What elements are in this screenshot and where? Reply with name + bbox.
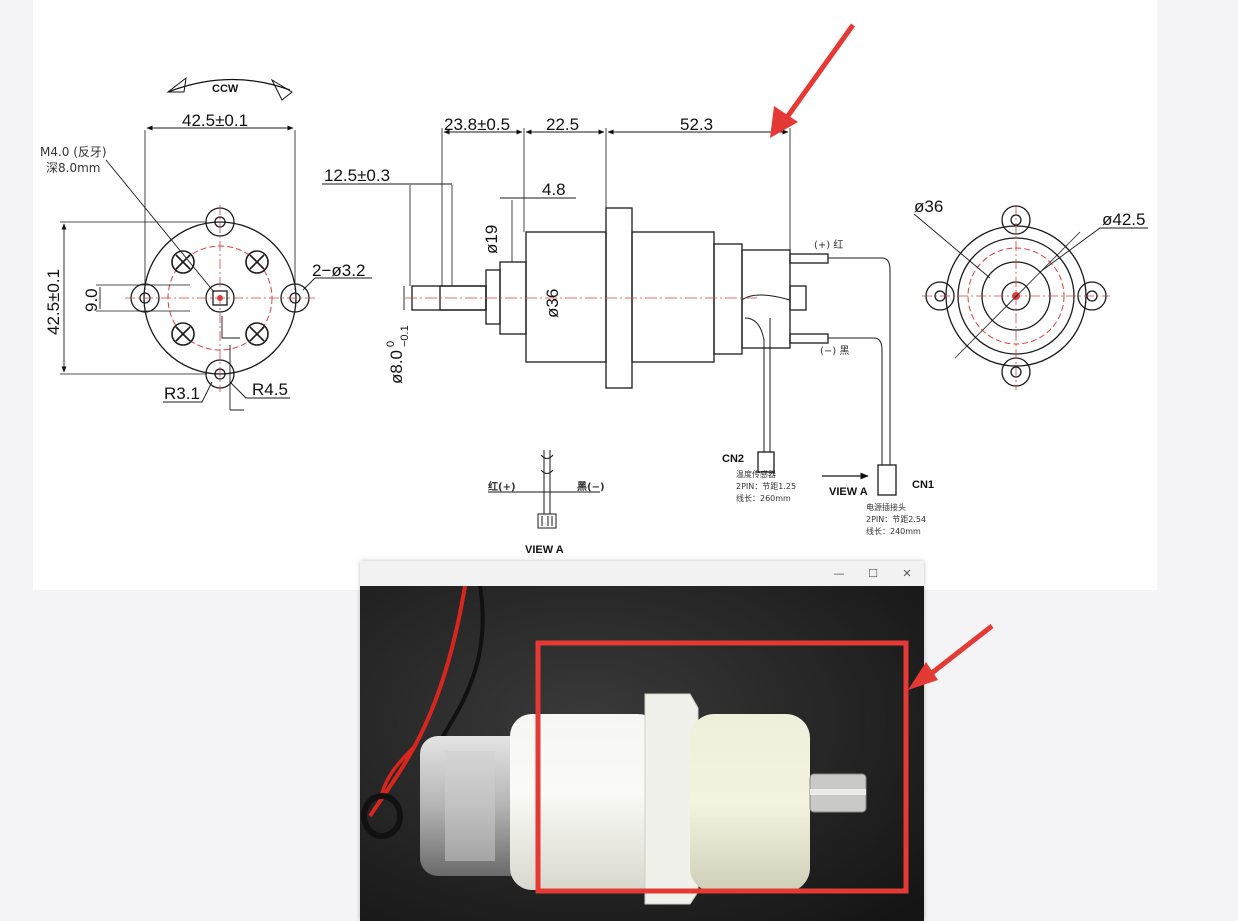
engineering-drawing: CCW <box>33 0 1157 590</box>
dim-12-5: 12.5±0.3 <box>324 166 390 185</box>
dim-52-3: 52.3 <box>680 115 713 134</box>
shaft-dim-sup: 0 <box>385 341 397 347</box>
cn1-line2: 2PIN：节距2.54 <box>866 515 926 524</box>
r1-dim: R3.1 <box>164 384 200 403</box>
annotation-arrow-icon <box>770 23 856 138</box>
view-a-arrow-label: VIEW A <box>829 486 868 498</box>
cn1-label: CN1 <box>912 479 934 491</box>
dim-23-8: 23.8±0.5 <box>444 115 510 134</box>
front-view <box>60 125 372 411</box>
dim-4-8: 4.8 <box>542 180 566 199</box>
view-a-plus: 红(+) <box>488 480 516 493</box>
depth-note: 深8.0mm <box>46 161 100 175</box>
cn2-line1: 温度传感器 <box>736 469 776 479</box>
cn1-line3: 线长：240mm <box>866 526 921 536</box>
shaft-dim: ø8.0 0 −0.1 <box>385 325 411 384</box>
rear-d42-5: ø42.5 <box>1102 210 1145 229</box>
cn1-line1: 电源插接头 <box>866 502 906 512</box>
rotation-label: CCW <box>212 83 239 95</box>
cn2-line3: 线长：260mm <box>736 493 791 503</box>
rear-view <box>913 205 1148 390</box>
motor-photo <box>360 585 924 921</box>
thread-note: M4.0 (反牙) <box>40 145 107 159</box>
ccw-rotation-icon <box>166 76 293 101</box>
cn2-line2: 2PIN：节距1.25 <box>736 482 796 491</box>
plus-lead-label: (+) 红 <box>814 238 843 251</box>
shaft-dim-sub: −0.1 <box>399 325 411 347</box>
cn2-label: CN2 <box>722 453 744 465</box>
front-width-dim: 42.5±0.1 <box>182 111 248 130</box>
shaft-dim-main: ø8.0 <box>387 350 406 384</box>
gearbox-housing <box>510 714 660 890</box>
front-height-dim: 42.5±0.1 <box>44 269 63 335</box>
view-a-title: VIEW A <box>525 544 564 556</box>
dim-d36: ø36 <box>543 289 562 318</box>
minimize-button[interactable]: — <box>833 567 845 580</box>
highlight-box <box>535 640 909 894</box>
minus-lead-label: (−) 黑 <box>820 345 849 357</box>
side-view <box>322 128 897 496</box>
view-a-minus: 黑(−) <box>577 481 605 493</box>
holes-dim: 2−ø3.2 <box>312 261 365 280</box>
dim-d19: ø19 <box>482 225 501 254</box>
output-housing <box>690 714 810 892</box>
r2-dim: R4.5 <box>252 380 288 399</box>
maximize-button[interactable]: ☐ <box>868 567 878 580</box>
window-titlebar: — ☐ ✕ <box>360 561 924 587</box>
view-a-detail <box>488 450 600 529</box>
photo-viewer-window: — ☐ ✕ <box>360 561 924 921</box>
rear-d36: ø36 <box>914 197 943 216</box>
hole-spacing-dim: 9.0 <box>82 288 101 312</box>
close-button[interactable]: ✕ <box>902 567 912 580</box>
drawing-canvas: CCW <box>40 23 1148 556</box>
dim-22-5: 22.5 <box>546 115 579 134</box>
